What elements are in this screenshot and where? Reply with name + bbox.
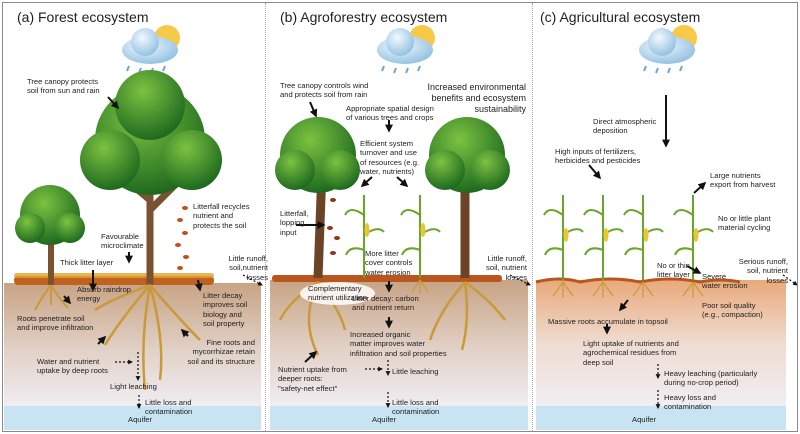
aquifer-forest xyxy=(4,406,261,430)
label-leaching: Little leaching xyxy=(392,367,439,376)
label-loss: Little loss and contamination xyxy=(392,398,440,417)
label-aquifer: Aquifer xyxy=(372,415,397,424)
panel-c-title: (c) Agricultural ecosystem xyxy=(540,9,701,25)
label-canopy: Tree canopy protects soil from sun and r… xyxy=(27,77,100,96)
tree-left-agroforestry xyxy=(275,117,360,356)
panel-a-title: (a) Forest ecosystem xyxy=(17,9,149,25)
label-uptake: Water and nutrient uptake by deep roots xyxy=(37,357,108,376)
falling-leaves-agroforestry xyxy=(327,198,340,255)
panel-b-title: (b) Agroforestry ecosystem xyxy=(280,9,448,25)
label-export: Large nutrients export from harvest xyxy=(710,171,776,190)
label-inputs: High inputs of fertilizers, herbicides a… xyxy=(555,147,641,166)
litter-layer-forest xyxy=(14,276,214,285)
label-litter-cover: More litter cover controls water erosion xyxy=(365,249,413,277)
falling-leaves-forest xyxy=(175,206,189,270)
label-litter-decay: Litter decay: carbon and nutrient return xyxy=(352,294,419,313)
label-deposition: Direct atmospheric deposition xyxy=(593,117,657,136)
label-design: Appropriate spatial design of various tr… xyxy=(346,104,434,123)
tree-small-forest xyxy=(15,185,85,311)
label-litter-layer: Thick litter layer xyxy=(60,258,114,267)
tree-large-forest xyxy=(80,70,222,391)
label-organic: Increased organic matter improves water … xyxy=(350,330,447,358)
cloud-sun-icon-c xyxy=(639,25,697,74)
panel-divider xyxy=(532,3,533,431)
litter-layer-agricultural xyxy=(535,277,741,284)
label-leaching: Heavy leaching (particularly during no-c… xyxy=(664,369,758,388)
panel-divider xyxy=(265,3,266,431)
label-efficient: Efficient system turnover and use of res… xyxy=(360,139,420,176)
label-soil-quality: Poor soil quality (e.g., compaction) xyxy=(702,301,763,320)
maize-roots xyxy=(411,279,704,298)
aquifer-agroforestry xyxy=(270,406,528,430)
aquifer-agricultural xyxy=(536,406,786,430)
arrows xyxy=(62,95,707,363)
label-runoff: Little runoff, soil,nutrient losses xyxy=(228,254,268,282)
label-runoff: Serious runoff, soil, nutrient losses xyxy=(738,257,788,285)
label-light-uptake: Light uptake of nutrients and agrochemic… xyxy=(583,339,679,367)
label-cycling: No or little plant material cycling xyxy=(718,214,771,233)
maize-plants xyxy=(344,195,714,280)
label-canopy: Tree canopy controls wind and protects s… xyxy=(280,81,369,100)
soil-forest xyxy=(4,283,261,408)
label-microclimate: Favourable microclimate xyxy=(101,232,144,251)
label-aquifer: Aquifer xyxy=(128,415,153,424)
label-loss: Heavy loss and contamination xyxy=(664,393,716,412)
label-aquifer: Aquifer xyxy=(632,415,657,424)
label-leaching: Light leaching xyxy=(110,382,157,391)
maize-cobs xyxy=(364,223,699,242)
label-raindrop: Absorb raindrop energy xyxy=(77,285,132,304)
label-litter-decay: Litter decay improves soil biology and s… xyxy=(203,291,248,328)
label-litterfall: Litterfall, lopping input xyxy=(280,209,309,237)
label-benefits: Increased environmental benefits and eco… xyxy=(427,82,526,114)
cloud-sun-icon-b xyxy=(377,25,435,74)
label-loss: Little loss and contamination xyxy=(145,398,193,417)
label-runoff: Little runoff, soil, nutrient losses xyxy=(486,254,527,282)
label-litterfall: Litterfall recycles nutrient and protect… xyxy=(193,202,250,230)
label-erosion: Severe water erosion xyxy=(702,272,748,291)
litter-layer-agroforestry xyxy=(272,275,502,282)
label-thin-litter: No or thin litter layer xyxy=(657,261,690,280)
soil-agricultural xyxy=(536,280,786,408)
label-complementary: Complementary nutrient utilization xyxy=(300,282,376,305)
label-massive-roots: Massive roots accumulate in topsoil xyxy=(548,317,668,326)
tree-right-agroforestry xyxy=(425,117,510,351)
dotted-arrows xyxy=(115,274,798,409)
label-roots: Roots penetrate soil and improve infiltr… xyxy=(17,314,94,333)
label-uptake: Nutrient uptake from deeper roots: "safe… xyxy=(278,365,347,393)
label-fine-roots: Fine roots and mycorrhizae retain soil a… xyxy=(187,338,255,366)
cloud-sun-icon-a xyxy=(122,25,180,74)
